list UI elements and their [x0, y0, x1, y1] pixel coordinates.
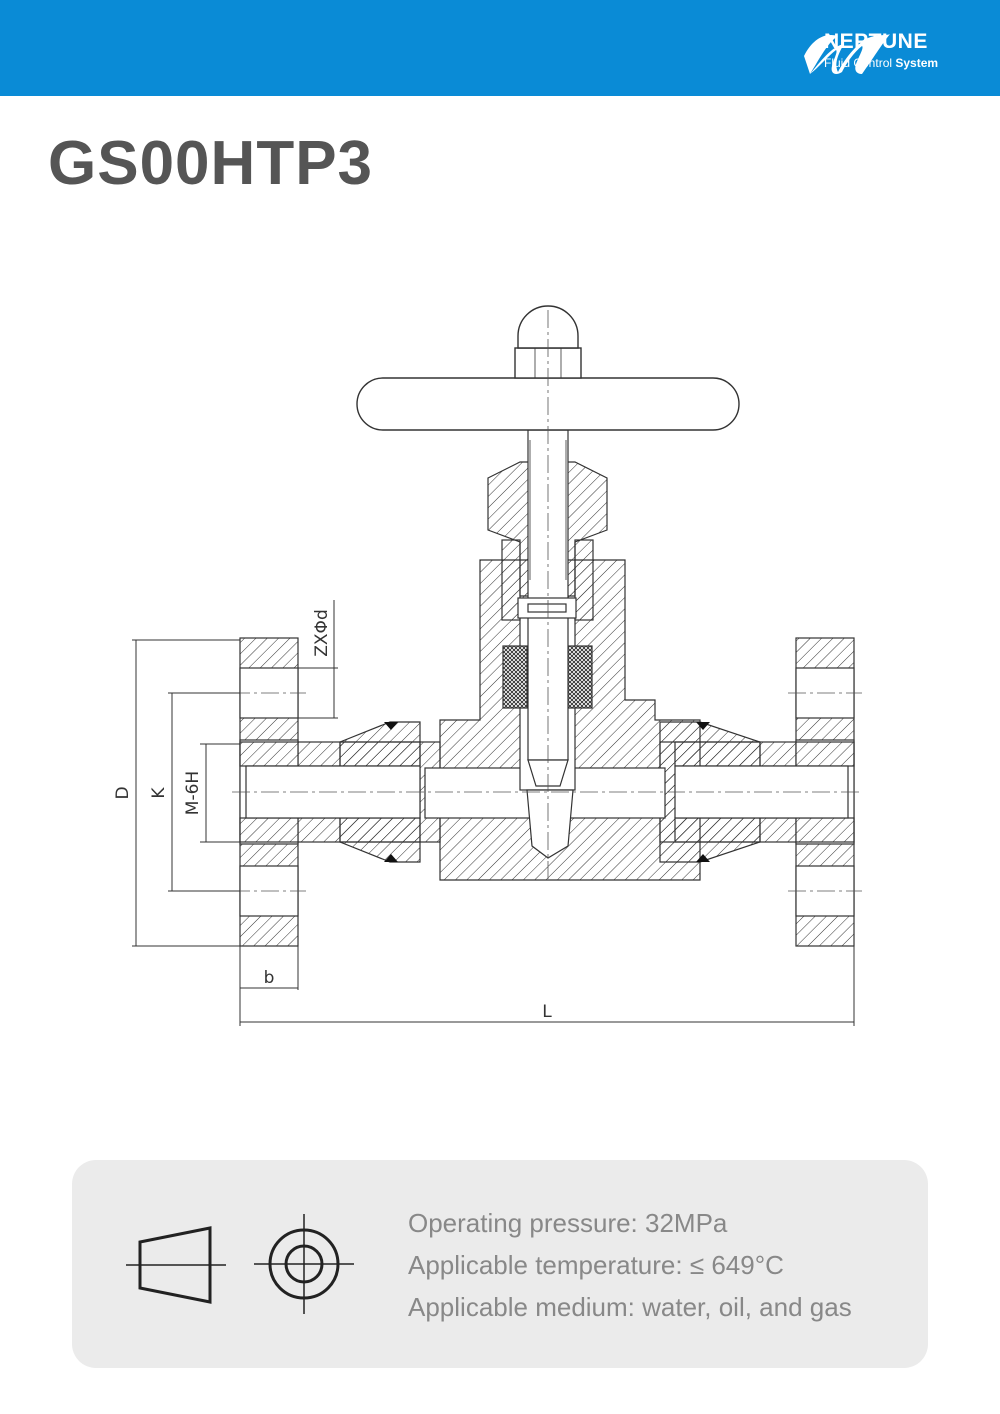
center-lines — [232, 310, 862, 892]
brand-tagline-bold: System — [895, 56, 939, 70]
concentric-circle-projection-icon — [254, 1214, 354, 1314]
spec-card: Operating pressure: 32MPa Applicable tem… — [72, 1160, 928, 1368]
spec-operating-pressure: Operating pressure: 32MPa — [408, 1208, 728, 1238]
valve-cross-section-drawing: D K M-6H ZXΦd b L — [113, 305, 862, 1026]
dimension-label-thread: M-6H — [183, 771, 203, 815]
brand-tagline: Fluid Control System — [824, 56, 938, 70]
dimension-label-d: D — [113, 786, 133, 799]
dimension-label-k: K — [149, 787, 169, 799]
neptune-logo-icon — [804, 34, 890, 74]
product-model-title: GS00HTP3 — [48, 129, 374, 198]
spec-applicable-medium: Applicable medium: water, oil, and gas — [408, 1292, 852, 1322]
dimension-label-l: L — [542, 1002, 552, 1022]
spec-lines: Operating pressure: 32MPa Applicable tem… — [408, 1202, 852, 1328]
header-bar: NEPTUNE Fluid Control System — [0, 0, 1000, 96]
dimension-lines — [132, 600, 855, 1026]
welds — [384, 722, 710, 862]
brand-tagline-prefix: Fluid Control — [824, 56, 893, 70]
spec-applicable-temperature: Applicable temperature: ≤ 649°C — [408, 1250, 784, 1280]
cone-projection-icon — [126, 1226, 226, 1304]
dimension-label-b: b — [264, 968, 275, 988]
dimension-label-bolt-holes: ZXΦd — [312, 609, 332, 656]
brand-name: NEPTUNE — [824, 30, 928, 53]
